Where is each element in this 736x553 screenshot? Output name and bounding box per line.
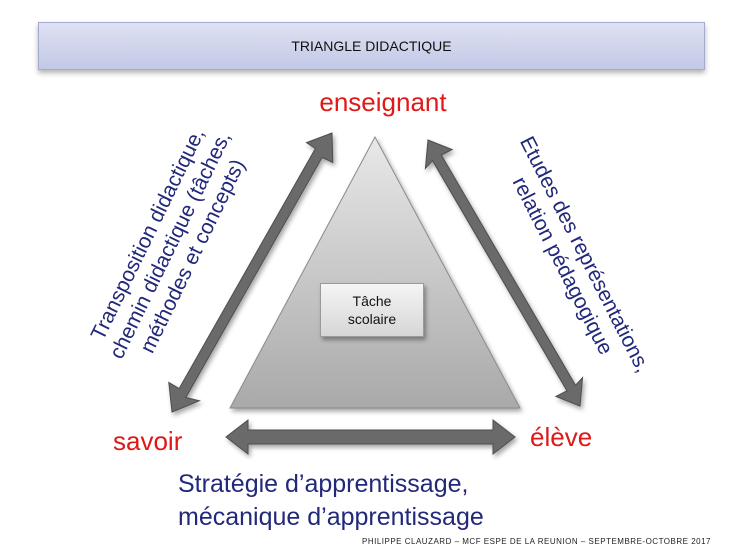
vertex-label-enseignant: enseignant	[319, 87, 447, 117]
bottom-side-label: Stratégie d’apprentissage, mécanique d’a…	[178, 468, 538, 534]
bottom-label-line-1: Stratégie d’apprentissage,	[178, 470, 469, 498]
task-box-line-2: scolaire	[347, 311, 397, 327]
footer-credit: PHILIPPE CLAUZARD – MCF ESPE DE LA REUNI…	[362, 537, 711, 546]
vertex-label-savoir: savoir	[113, 426, 183, 456]
title-bar: TRIANGLE DIDACTIQUE	[38, 22, 705, 70]
task-box-line-1: Tâche	[352, 293, 392, 309]
page-title: TRIANGLE DIDACTIQUE	[291, 38, 452, 54]
arrow-left-side	[168, 132, 334, 413]
left-side-label: Transposition didactique, chemin didacti…	[87, 125, 250, 363]
arrow-bottom-side	[225, 418, 516, 456]
task-box: Tâche scolaire	[320, 283, 424, 337]
bottom-label-line-2: mécanique d’apprentissage	[178, 503, 484, 531]
vertex-label-eleve: élève	[530, 422, 592, 452]
right-side-label: Etudes des représentations, relation péd…	[508, 133, 655, 376]
arrow-right-side	[424, 139, 584, 407]
central-triangle	[229, 135, 521, 409]
right-label-line-1: Etudes des représentations,	[515, 133, 654, 376]
